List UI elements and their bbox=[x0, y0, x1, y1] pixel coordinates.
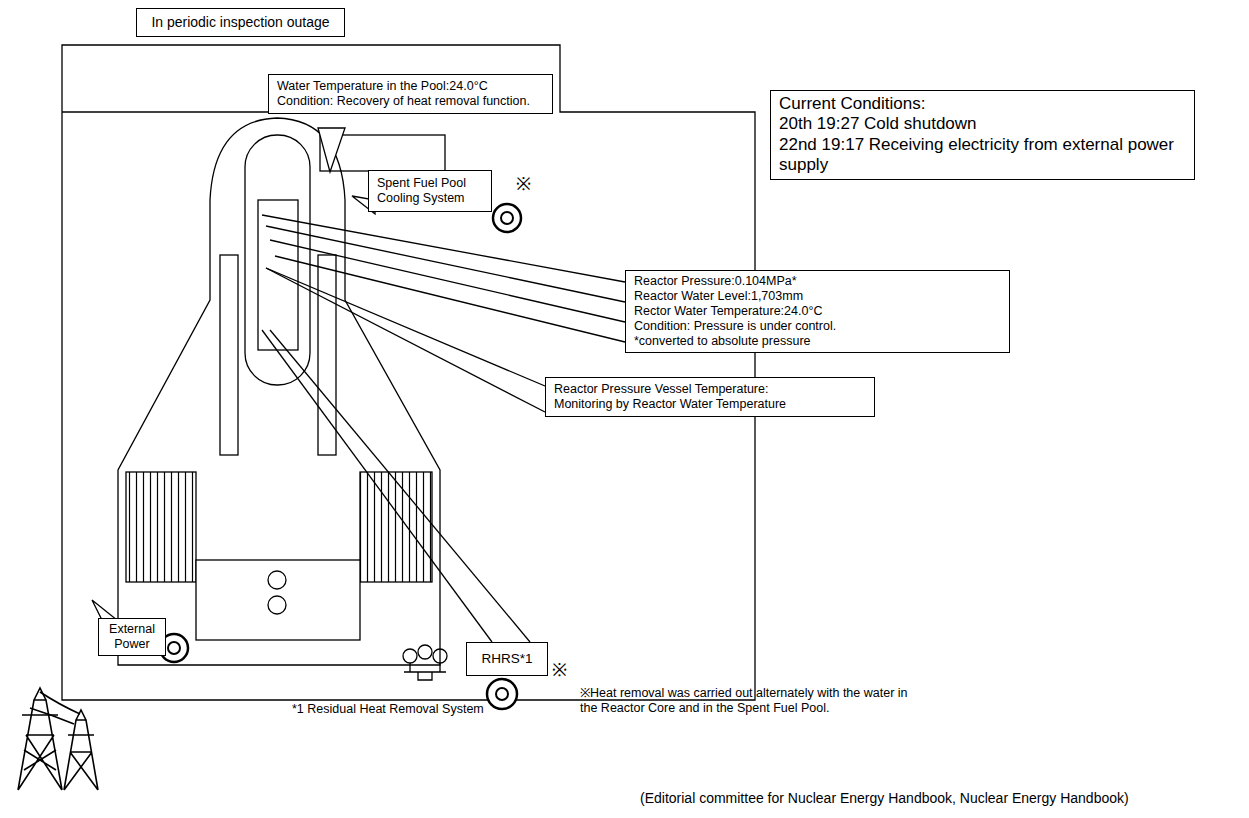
gauge-icon bbox=[403, 645, 447, 680]
callout-box: Reactor Pressure:0.104MPa*Reactor Water … bbox=[625, 270, 1010, 353]
box-text: In periodic inspection outage bbox=[143, 14, 338, 31]
pump-symbol bbox=[268, 596, 286, 614]
box-text: External Power bbox=[103, 622, 161, 652]
box-text: Spent Fuel Pool Cooling System bbox=[377, 176, 483, 206]
note: ※Heat removal was carried out alternatel… bbox=[580, 686, 925, 716]
note-mark: ※ bbox=[552, 660, 567, 682]
leader-line bbox=[262, 215, 625, 282]
status-banner: In periodic inspection outage bbox=[136, 8, 345, 37]
leader-line bbox=[266, 268, 545, 386]
box-text: Current Conditions: bbox=[779, 94, 1186, 114]
callout-box: Water Temperature in the Pool:24.0°CCond… bbox=[268, 74, 553, 114]
leader-line bbox=[262, 330, 492, 642]
leader-line bbox=[270, 240, 625, 322]
conditions-box: Current Conditions:20th 19:27 Cold shutd… bbox=[770, 90, 1195, 180]
status-circle bbox=[496, 688, 508, 700]
box-text: Reactor Pressure Vessel Temperature: bbox=[554, 382, 866, 397]
footnote: *1 Residual Heat Removal System bbox=[292, 702, 484, 717]
box-detail: Condition: Recovery of heat removal func… bbox=[277, 94, 544, 109]
callout-box: Reactor Pressure Vessel Temperature:Moni… bbox=[545, 377, 875, 417]
leader-line bbox=[275, 256, 625, 342]
reactor-building bbox=[62, 45, 755, 700]
box-detail: Rector Water Temperature:24.0°C bbox=[634, 304, 1001, 319]
shield-wall bbox=[318, 255, 336, 455]
suppression-chamber bbox=[360, 472, 432, 582]
note-mark: ※ bbox=[516, 174, 531, 196]
status-circle bbox=[493, 204, 521, 232]
box-detail: 22nd 19:17 Receiving electricity from ex… bbox=[779, 135, 1186, 176]
callout-box: External Power bbox=[98, 618, 166, 656]
box-text: Reactor Pressure:0.104MPa* bbox=[634, 274, 1001, 289]
status-circle bbox=[168, 642, 180, 654]
system-box: RHRS*1 bbox=[466, 642, 548, 676]
callout-box: Spent Fuel Pool Cooling System bbox=[368, 170, 492, 212]
box-detail: Reactor Water Level:1,703mm bbox=[634, 289, 1001, 304]
box-detail: *converted to absolute pressure bbox=[634, 334, 1001, 349]
box-detail: 20th 19:27 Cold shutdown bbox=[779, 114, 1186, 134]
leader-line bbox=[270, 330, 530, 642]
callout-pointer bbox=[318, 128, 345, 172]
transmission-tower bbox=[18, 688, 98, 790]
box-text: RHRS*1 bbox=[471, 651, 543, 667]
source-caption: (Editorial committee for Nuclear Energy … bbox=[640, 790, 1129, 807]
reactor-pressure-vessel bbox=[245, 135, 310, 385]
box-detail: Monitoring by Reactor Water Temperature bbox=[554, 397, 866, 412]
pump-symbol bbox=[268, 571, 286, 589]
status-circle bbox=[487, 679, 517, 709]
leader-line bbox=[266, 268, 545, 412]
shield-wall bbox=[220, 255, 238, 455]
suppression-chamber bbox=[126, 472, 196, 582]
reactor-core bbox=[258, 200, 298, 350]
pedestal bbox=[196, 560, 360, 640]
status-circle bbox=[501, 212, 513, 224]
box-detail: Condition: Pressure is under control. bbox=[634, 319, 1001, 334]
box-text: Water Temperature in the Pool:24.0°C bbox=[277, 79, 544, 94]
